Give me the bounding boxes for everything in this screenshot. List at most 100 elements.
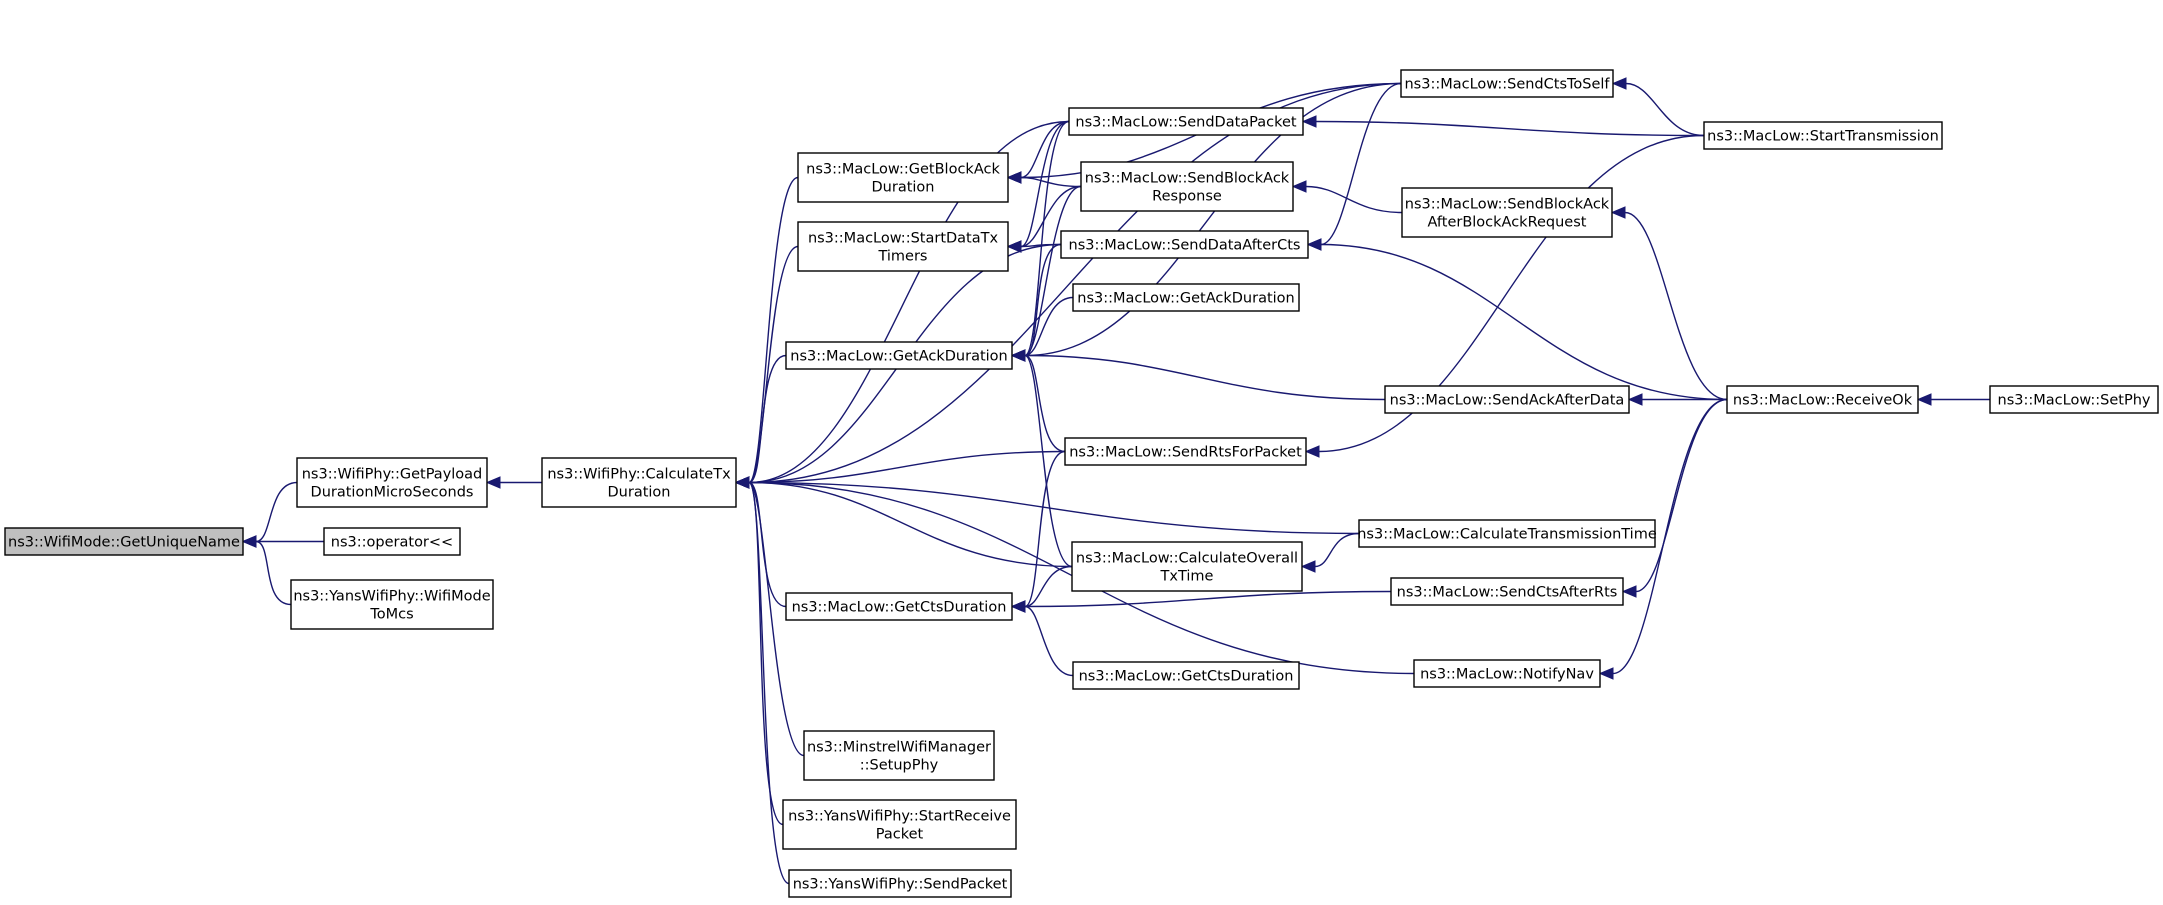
node-label: ns3::MacLow::SetPhy: [1998, 393, 2151, 409]
edge-line: [748, 481, 1073, 568]
node-label: ns3::WifiMode::GetUniqueName: [8, 535, 240, 551]
node-box: [1072, 283, 1300, 312]
edge-line: [255, 481, 298, 543]
edge-line: [1024, 590, 1392, 608]
edge-line: [748, 354, 787, 484]
node-box: [1358, 519, 1656, 548]
call-edge: [241, 481, 298, 548]
function-node-sendctstoself[interactable]: ns3::MacLow::SendCtsToSelf: [1400, 69, 1614, 98]
call-edge: [1611, 77, 1705, 137]
edge-line: [1635, 398, 1728, 593]
call-edge: [734, 176, 799, 489]
node-label: ns3::WifiPhy::CalculateTx: [547, 467, 731, 483]
function-node-senddataaftercts[interactable]: ns3::MacLow::SendDataAfterCts: [1060, 230, 1309, 259]
call-edge: [1291, 180, 1403, 214]
arrowhead-icon: [1300, 560, 1316, 573]
arrowhead-icon: [1291, 180, 1307, 193]
node-layer: ns3::WifiMode::GetUniqueName ns3::WifiPhy…: [4, 69, 2159, 898]
node-box: [1400, 69, 1614, 98]
edge-line: [1024, 243, 1062, 357]
edge-line: [1612, 398, 1728, 675]
edge-line: [748, 450, 1066, 484]
arrowhead-icon: [1010, 349, 1026, 362]
function-node-getackdur[interactable]: ns3::MacLow::GetAckDuration: [785, 341, 1013, 370]
edge-line: [748, 82, 1402, 484]
node-box: [1390, 577, 1624, 606]
node-label: ns3::WifiPhy::GetPayload: [302, 467, 483, 483]
edge-line: [1024, 354, 1386, 401]
function-node-calctranstime[interactable]: ns3::MacLow::CalculateTransmissionTime: [1357, 519, 1657, 548]
node-label: ns3::MacLow::SendAckAfterData: [1390, 393, 1625, 409]
node-box: [1068, 107, 1304, 136]
call-edge: [485, 476, 542, 489]
edge-line: [748, 481, 784, 826]
edge-line: [255, 540, 292, 606]
edge-line: [1305, 185, 1403, 214]
function-node-getctsdur2[interactable]: ns3::MacLow::GetCtsDuration: [1072, 661, 1300, 690]
function-node-sendpacket[interactable]: ns3::YansWifiPhy::SendPacket: [788, 869, 1012, 898]
function-node-notifynav[interactable]: ns3::MacLow::NotifyNav: [1413, 659, 1601, 688]
edge-line: [1020, 176, 1082, 188]
node-label: ns3::MacLow::SendRtsForPacket: [1069, 445, 1302, 461]
node-label: ns3::MacLow::GetAckDuration: [1077, 291, 1295, 307]
edge-layer: [241, 77, 1991, 885]
function-node-sendctsafterrts[interactable]: ns3::MacLow::SendCtsAfterRts: [1390, 577, 1624, 606]
call-edge: [1010, 590, 1392, 613]
node-label: Response: [1152, 189, 1222, 205]
node-box: [803, 730, 995, 781]
function-node-getctsdur[interactable]: ns3::MacLow::GetCtsDuration: [785, 592, 1013, 621]
node-label: ToMcs: [369, 607, 413, 623]
arrowhead-icon: [1306, 238, 1322, 251]
arrowhead-icon: [485, 476, 501, 489]
call-edge: [1916, 393, 1991, 406]
function-node-operator[interactable]: ns3::operator<<: [323, 527, 461, 556]
function-node-starttransmission[interactable]: ns3::MacLow::StartTransmission: [1703, 121, 1943, 150]
arrowhead-icon: [241, 535, 257, 548]
function-node-setphy[interactable]: ns3::MacLow::SetPhy: [1989, 385, 2159, 414]
node-box: [797, 152, 1009, 203]
call-edge: [1306, 238, 1728, 401]
node-label: ns3::YansWifiPhy::SendPacket: [793, 877, 1008, 893]
edge-line: [1024, 354, 1066, 453]
node-label: ns3::MacLow::NotifyNav: [1420, 667, 1594, 683]
node-box: [1072, 661, 1300, 690]
function-node-getuniquename[interactable]: ns3::WifiMode::GetUniqueName: [4, 527, 244, 556]
node-label: ::SetupPhy: [860, 758, 939, 774]
call-edge: [1010, 349, 1386, 401]
node-box: [1080, 161, 1294, 212]
node-label: ns3::MinstrelWifiManager: [807, 740, 991, 756]
edge-line: [1024, 354, 1073, 568]
node-box: [1384, 385, 1630, 414]
function-node-sendackafterdata[interactable]: ns3::MacLow::SendAckAfterData: [1384, 385, 1630, 414]
arrowhead-icon: [1621, 585, 1637, 598]
node-label: ns3::MacLow::GetCtsDuration: [1079, 669, 1294, 685]
call-edge: [1010, 349, 1066, 453]
function-node-sendblockackafter[interactable]: ns3::MacLow::SendBlockAckAfterBlockAckRe…: [1401, 187, 1613, 238]
edge-line: [1020, 120, 1070, 248]
function-node-getpayload[interactable]: ns3::WifiPhy::GetPayloadDurationMicroSec…: [296, 457, 488, 508]
node-box: [797, 221, 1009, 272]
node-box: [785, 592, 1013, 621]
call-edge: [734, 82, 1402, 489]
call-edge: [1006, 240, 1062, 253]
node-box: [541, 457, 737, 508]
arrowhead-icon: [1301, 115, 1317, 128]
function-node-sendrts[interactable]: ns3::MacLow::SendRtsForPacket: [1064, 437, 1307, 466]
function-node-minstrel[interactable]: ns3::MinstrelWifiManager::SetupPhy: [803, 730, 995, 781]
call-edge: [241, 535, 292, 606]
call-edge: [1010, 349, 1073, 568]
node-label: ns3::MacLow::SendCtsToSelf: [1404, 77, 1610, 93]
node-label: ns3::MacLow::SendBlockAck: [1085, 171, 1290, 187]
node-label: AfterBlockAckRequest: [1428, 215, 1587, 231]
node-box: [290, 579, 494, 630]
function-node-getackdur2[interactable]: ns3::MacLow::GetAckDuration: [1072, 283, 1300, 312]
function-node-receiveok[interactable]: ns3::MacLow::ReceiveOk: [1726, 385, 1919, 414]
function-node-senddatapacket[interactable]: ns3::MacLow::SendDataPacket: [1068, 107, 1304, 136]
